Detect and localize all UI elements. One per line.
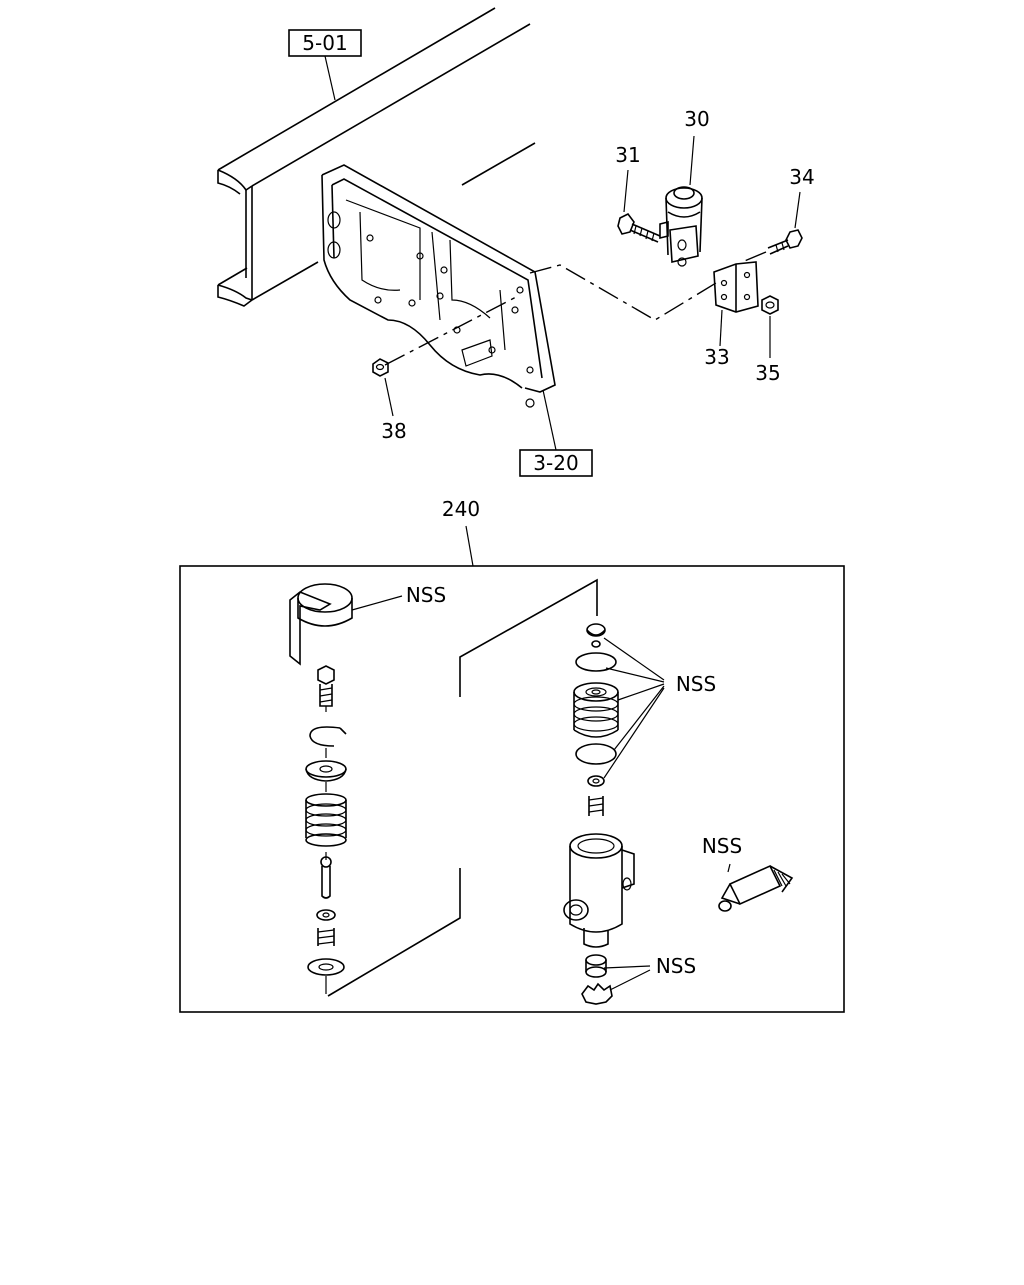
kit-group-line-bottom — [327, 868, 461, 997]
callout-33: 33 — [704, 345, 729, 369]
nss-label-3: NSS — [656, 954, 696, 978]
cylinder-body — [563, 833, 635, 948]
valve-parts-left — [305, 665, 347, 994]
bracket-33: 33 — [704, 261, 759, 369]
actuator-30: 30 — [659, 107, 710, 267]
frame-rail — [217, 7, 536, 307]
ref-label-3-20: 3-20 — [533, 451, 578, 475]
callout-240: 240 — [442, 497, 480, 521]
ref-box-3-20: 3-20 — [519, 389, 593, 477]
bracket-connector — [529, 264, 717, 321]
nut-35: 35 — [755, 295, 781, 385]
crossmember-bracket — [321, 164, 556, 408]
bolt-34: 34 — [741, 165, 815, 263]
kit-box — [179, 565, 845, 1013]
nss-label-2: NSS — [676, 672, 716, 696]
callout-35: 35 — [755, 361, 780, 385]
ref-box-5-01: 5-01 — [288, 29, 362, 101]
bolt-31: 31 — [615, 143, 661, 243]
repair-kit-240: 240 NSS — [179, 497, 845, 1013]
piston-parts-right — [573, 623, 665, 816]
nss-label-1: NSS — [406, 583, 446, 607]
callout-38: 38 — [381, 419, 406, 443]
callout-30: 30 — [684, 107, 709, 131]
nss-label-4: NSS — [702, 834, 742, 858]
valve-parts-bottom — [581, 954, 651, 1005]
nut-38: 38 — [372, 358, 407, 443]
grease-tube — [718, 863, 794, 912]
kit-group-line-top — [459, 578, 598, 697]
grease-packet — [289, 583, 403, 666]
callout-31: 31 — [615, 143, 640, 167]
callout-34: 34 — [789, 165, 814, 189]
ref-label-5-01: 5-01 — [302, 31, 347, 55]
nut-38-leader — [384, 294, 521, 366]
